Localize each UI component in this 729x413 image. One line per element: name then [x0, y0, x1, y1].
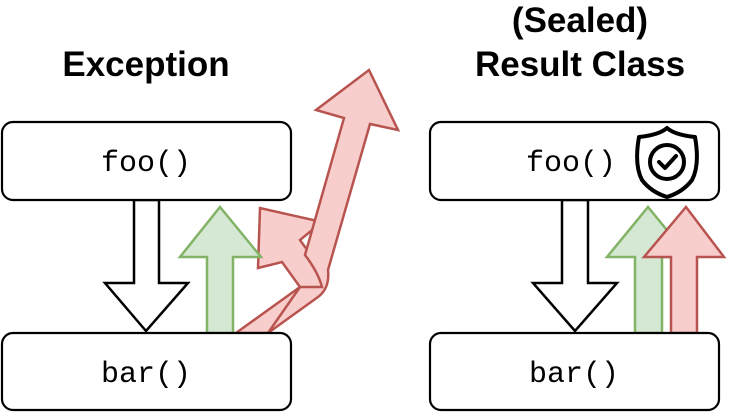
- function-box-foo: foo(): [428, 120, 721, 202]
- panel-title-line-2: Result Class: [475, 45, 685, 84]
- panel-title-line-1: (Sealed): [512, 1, 648, 40]
- function-box-bar: bar(): [0, 331, 293, 412]
- exception-arrow: [232, 68, 401, 335]
- panel-result-class: (Sealed) Result Class foo() bar(): [428, 1, 727, 412]
- function-box-bar: bar(): [428, 331, 721, 412]
- function-box-foo: foo(): [0, 120, 293, 202]
- shield-check-icon: [635, 126, 699, 199]
- call-arrow-down: [102, 198, 191, 333]
- function-label-foo: foo(): [526, 147, 616, 181]
- function-label-bar: bar(): [529, 358, 619, 392]
- success-arrow-up: [177, 205, 264, 335]
- panel-title-exception: Exception: [62, 45, 229, 84]
- call-arrow-down: [530, 198, 620, 333]
- panel-exception: Exception foo() bar(): [0, 45, 401, 412]
- function-label-foo: foo(): [101, 147, 191, 181]
- function-label-bar: bar(): [101, 358, 191, 392]
- exception-arrow-main: [266, 68, 401, 335]
- failure-arrow-up: [641, 204, 727, 335]
